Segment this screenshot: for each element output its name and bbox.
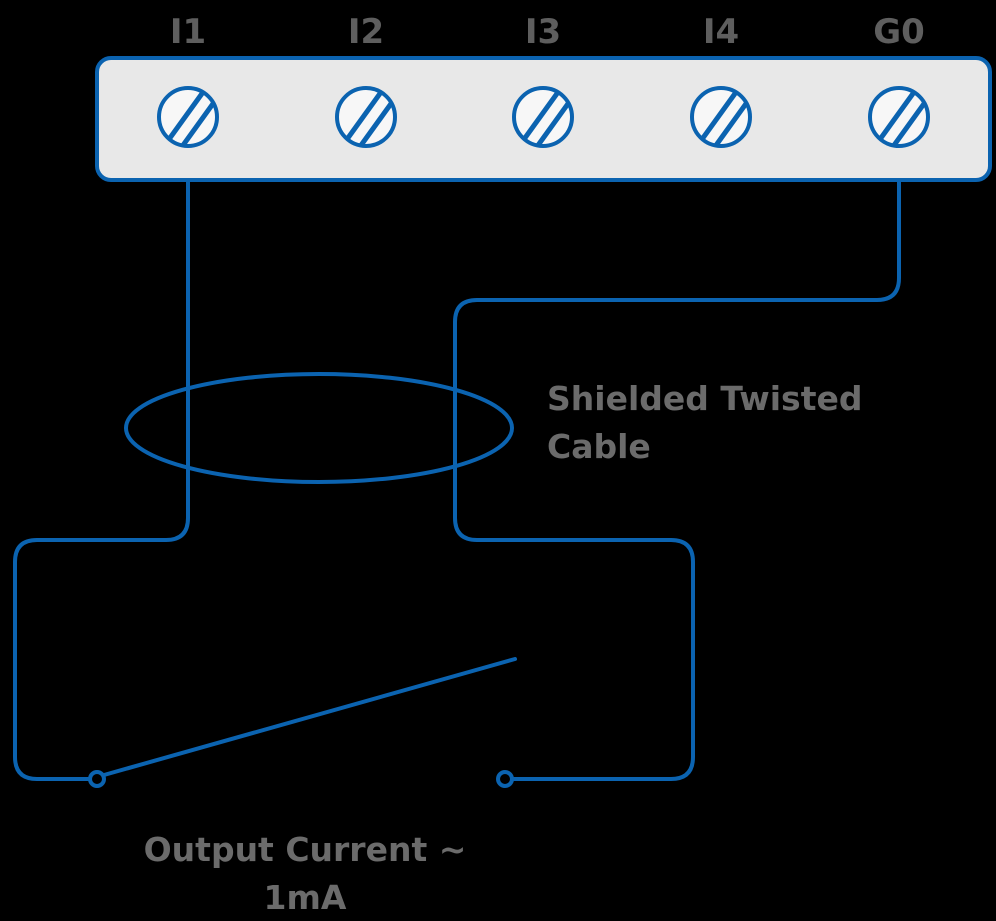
screw-slot-icon xyxy=(870,88,928,146)
terminal-label-i3: I3 xyxy=(525,12,561,52)
cable-label-line2: Cable xyxy=(547,427,651,466)
source-label-line2: 1mA xyxy=(264,878,347,917)
shielded-twisted-cable-ellipse xyxy=(124,372,514,484)
screw-terminal-i3[interactable] xyxy=(512,86,575,155)
switch-blade xyxy=(102,657,517,777)
current-source-switch[interactable] xyxy=(88,657,517,788)
cable-label-line1: Shielded Twisted xyxy=(547,379,862,418)
screw-slot-icon xyxy=(159,88,217,146)
screw-slot-icon xyxy=(692,88,750,146)
screw-terminal-i1[interactable] xyxy=(157,86,220,155)
switch-post-left-icon xyxy=(88,770,106,788)
signal-wire-i1 xyxy=(13,115,190,781)
source-label-line1: Output Current ~ xyxy=(144,830,467,869)
terminal-label-i4: I4 xyxy=(703,12,739,52)
screw-terminal-i4[interactable] xyxy=(690,86,753,155)
screw-terminal-g0[interactable] xyxy=(868,86,931,155)
shield-wire-g0 xyxy=(453,115,901,781)
switch-post-right-icon xyxy=(496,770,514,788)
terminal-label-g0: G0 xyxy=(873,12,925,52)
screw-slot-icon xyxy=(337,88,395,146)
terminal-label-i1: I1 xyxy=(170,12,206,52)
terminal-label-i2: I2 xyxy=(348,12,384,52)
screw-terminal-i2[interactable] xyxy=(335,86,398,155)
screw-slot-icon xyxy=(514,88,572,146)
